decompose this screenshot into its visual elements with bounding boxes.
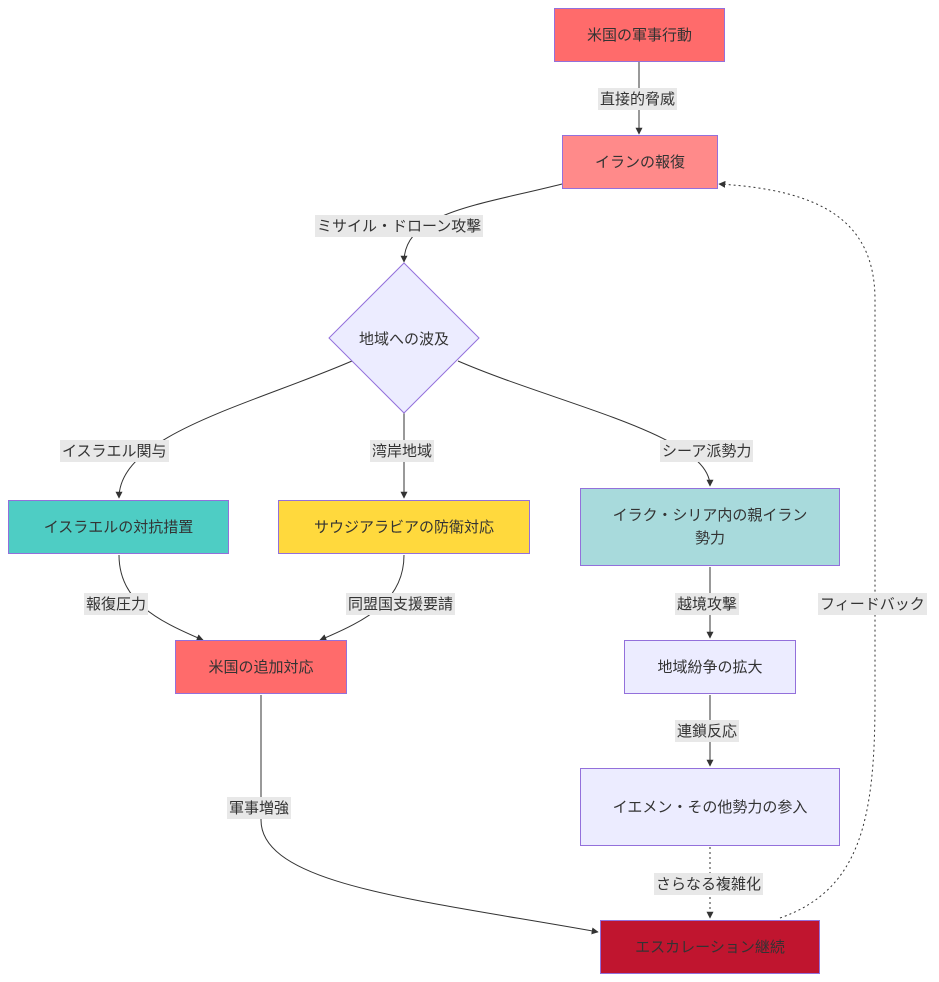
edge-feedback-line bbox=[718, 180, 876, 919]
edge-label-military-buildup: 軍事増強 bbox=[227, 797, 292, 819]
edge-label-ally-support: 同盟国支援要請 bbox=[346, 593, 456, 615]
edge-military-buildup-line bbox=[260, 695, 599, 935]
diamond-shape bbox=[328, 262, 480, 414]
edge-label-israel-involvement: イスラエル関与 bbox=[60, 440, 169, 462]
edge-label-gulf-region: 湾岸地域 bbox=[370, 440, 435, 462]
node-us-additional-response: 米国の追加対応 bbox=[175, 640, 347, 694]
node-iran-retaliation: イランの報復 bbox=[562, 135, 718, 189]
node-regional-conflict-expansion: 地域紛争の拡大 bbox=[624, 640, 796, 694]
node-pro-iran-forces: イラク・シリア内の親イラン勢力 bbox=[580, 488, 840, 566]
node-saudi-defense: サウジアラビアの防衛対応 bbox=[278, 500, 530, 554]
edge-missile-line bbox=[400, 183, 563, 263]
node-regional-spillover: 地域への波及 bbox=[358, 329, 449, 348]
edge-label-shia-forces: シーア派勢力 bbox=[660, 440, 754, 462]
node-escalation-continues: エスカレーション継続 bbox=[600, 920, 820, 974]
edge-label-direct-threat: 直接的脅威 bbox=[598, 88, 678, 110]
edge-label-missile-drone: ミサイル・ドローン攻撃 bbox=[315, 215, 484, 237]
edge-label-retaliatory-pressure: 報復圧力 bbox=[84, 593, 149, 615]
edge-label-cross-border: 越境攻撃 bbox=[675, 593, 740, 615]
edge-label-further-complication: さらなる複雑化 bbox=[654, 873, 764, 895]
node-yemen-other-forces: イエメン・その他勢力の参入 bbox=[580, 768, 840, 846]
edge-shia-line bbox=[457, 360, 714, 487]
node-israel-countermeasures: イスラエルの対抗措置 bbox=[8, 500, 229, 554]
edge-israel-involvement-line bbox=[115, 360, 353, 499]
edge-label-chain-reaction: 連鎖反応 bbox=[675, 720, 740, 742]
edge-label-feedback: フィードバック bbox=[818, 593, 927, 615]
node-us-military-action: 米国の軍事行動 bbox=[554, 8, 725, 62]
